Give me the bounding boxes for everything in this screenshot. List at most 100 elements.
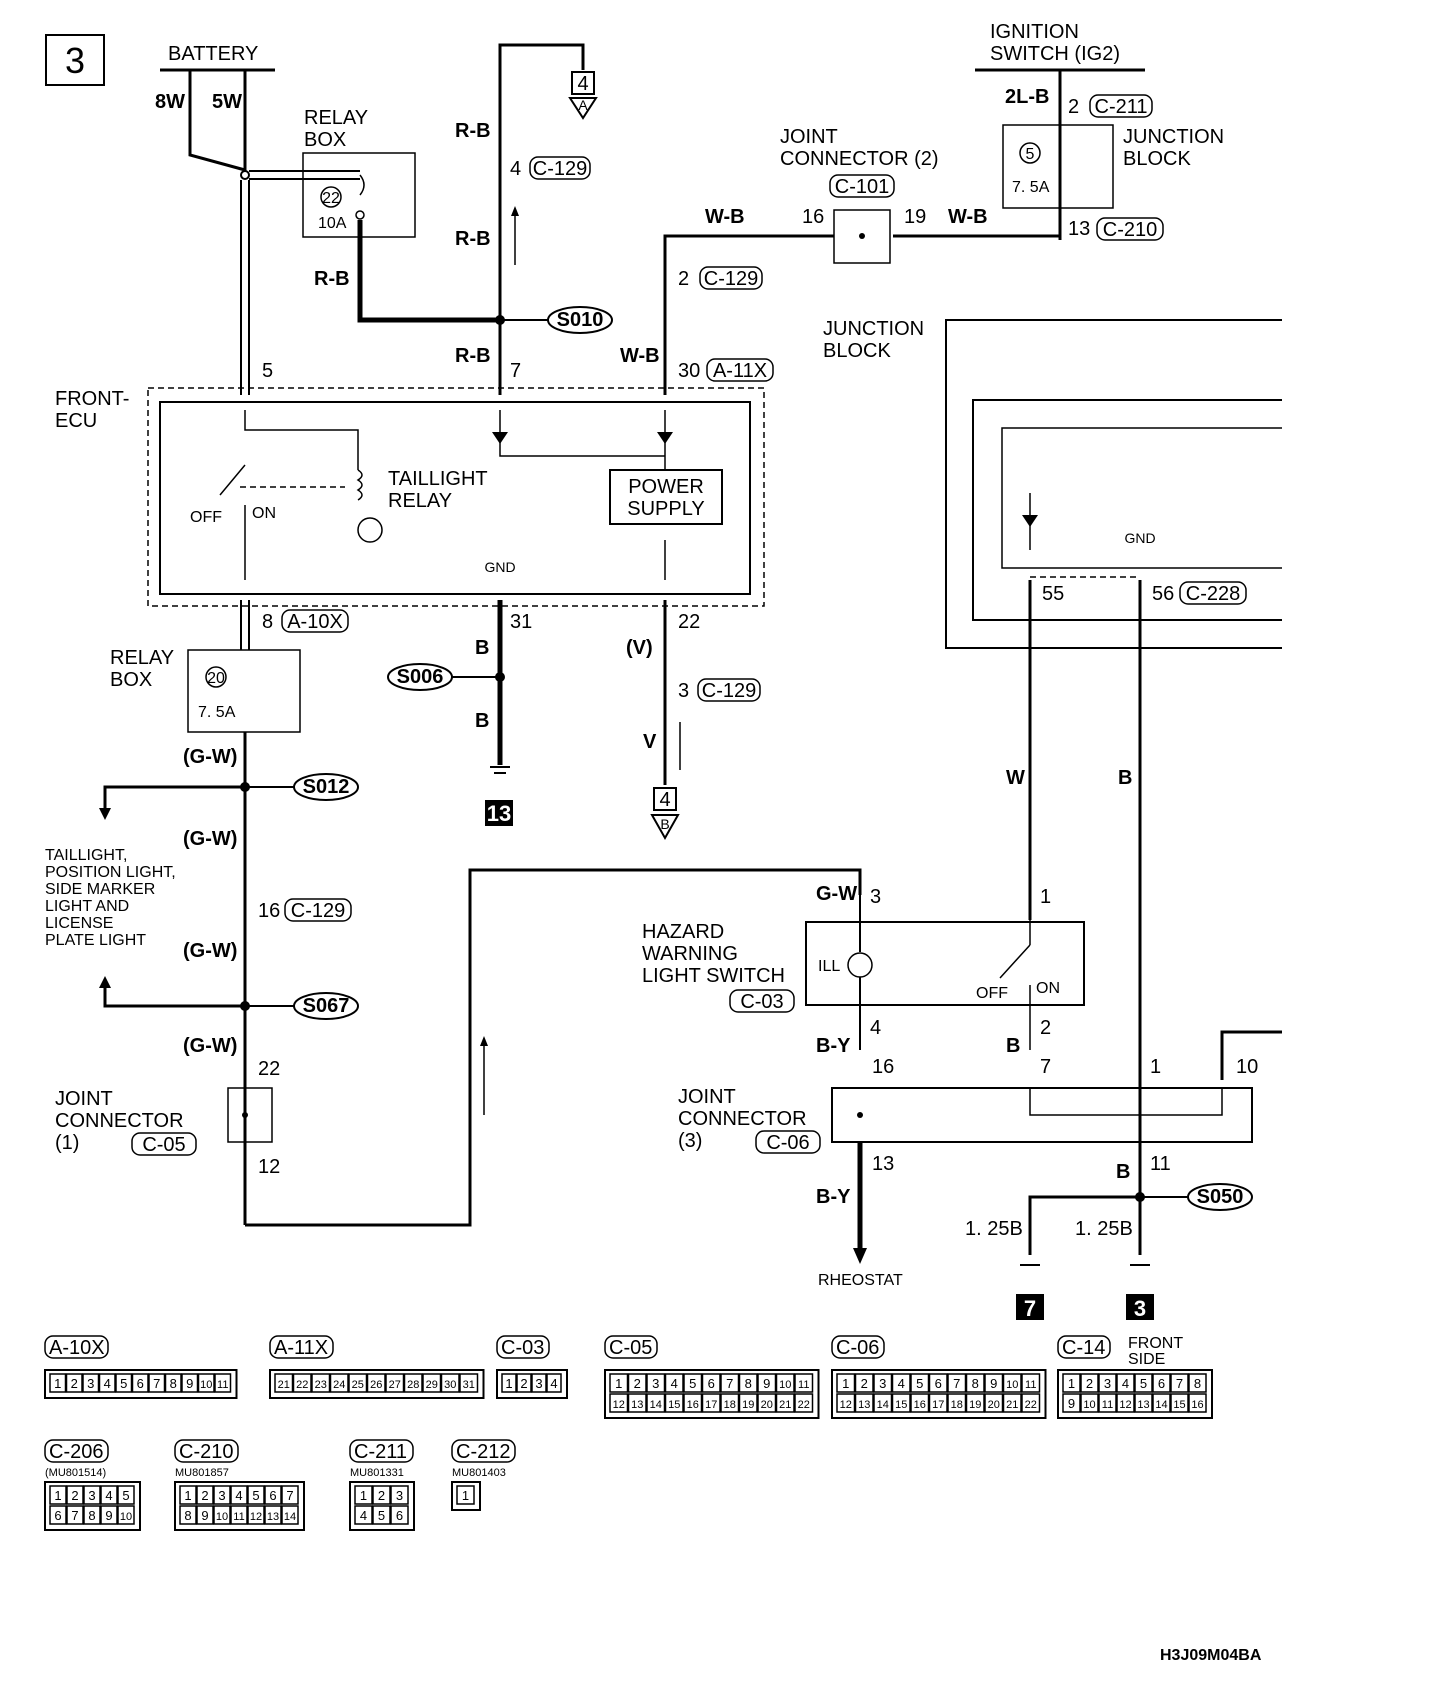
legend-pin-label: 1 <box>1068 1376 1075 1391</box>
legend-pin-label: 7 <box>286 1488 293 1503</box>
legend-pin-cell <box>83 1485 101 1505</box>
legend-pin-label: 8 <box>972 1376 979 1391</box>
ref-4b-letter: B <box>660 816 669 832</box>
legend-pin-cell <box>794 1373 814 1393</box>
wire-gw-label-1: (G-W) <box>183 746 237 768</box>
connector-c06 <box>755 1130 821 1154</box>
relay-coil <box>356 469 363 501</box>
legend-pin-cell <box>646 1393 666 1413</box>
rheostat-label: RHEOSTAT <box>818 1272 903 1289</box>
junction-block-right-mid <box>972 399 1282 621</box>
splice-s006 <box>387 663 453 691</box>
wire-125b-label-2: 1. 25B <box>1075 1218 1133 1240</box>
legend-pin-label: 1 <box>360 1488 367 1503</box>
connector-c101 <box>829 174 895 198</box>
legend-pin-label: 3 <box>218 1488 225 1503</box>
legend-pin-cell <box>664 1393 684 1413</box>
pin-3-hazard: 3 <box>870 886 881 908</box>
legend-pin-cell <box>609 1393 629 1413</box>
legend-pin-cell <box>440 1373 460 1393</box>
legend-pin-cell <box>873 1393 893 1413</box>
legend-code-c-211: C-211 <box>354 1441 407 1463</box>
legend-pin-label: 3 <box>1104 1376 1111 1391</box>
legend-pin-label: 12 <box>840 1399 852 1411</box>
legend-pin-label: 11 <box>233 1511 244 1523</box>
legend-pin-label: 23 <box>315 1379 327 1391</box>
splice-s067 <box>293 992 359 1020</box>
legend-pin-label: 11 <box>217 1379 228 1391</box>
hazard-switch-body <box>805 921 1085 1006</box>
splice-s006-label: S006 <box>397 666 444 688</box>
wire-rb-label-2: R-B <box>455 120 491 142</box>
legend-pin-label: 3 <box>88 1488 95 1503</box>
pin-2-c211: 2 <box>1068 96 1079 118</box>
legend-pin-cell <box>390 1485 409 1505</box>
legend-pin-label: 26 <box>370 1379 382 1391</box>
legend-pin-cell <box>100 1505 118 1525</box>
legend-housing-a-10x <box>44 1369 238 1399</box>
legend-pin-label: 10 <box>200 1379 212 1391</box>
legend-code-box-a-10x <box>44 1335 109 1359</box>
legend-pin-label: 14 <box>1155 1399 1167 1411</box>
ground-7-label: 7 <box>1024 1296 1036 1321</box>
legend-pin-label: 1 <box>505 1376 512 1391</box>
legend-pin-label: 18 <box>951 1399 963 1411</box>
legend-housing-c-210 <box>174 1481 305 1531</box>
legend-pin-label: 8 <box>1194 1376 1201 1391</box>
legend-pin-cell <box>66 1505 84 1525</box>
legend-pin-cell <box>366 1373 386 1393</box>
pin-7-jc3: 7 <box>1040 1056 1051 1078</box>
legend-pin-label: 3 <box>535 1376 542 1391</box>
legend-pin-cell <box>873 1373 893 1393</box>
legend-code-a-11x: A-11X <box>274 1337 328 1359</box>
legend-code-box-c-206 <box>44 1439 109 1463</box>
legend-pin-label: 6 <box>137 1376 144 1391</box>
pin-55: 55 <box>1042 583 1064 605</box>
legend-pin-cell <box>456 1485 475 1505</box>
ref-4b-box <box>653 787 677 811</box>
pin-19: 19 <box>904 206 926 228</box>
connector-c228-label: C-228 <box>1186 583 1240 605</box>
ground-7-box <box>1016 1294 1044 1320</box>
legend-code-box-c-210 <box>174 1439 239 1463</box>
legend-pin-label: 25 <box>352 1379 364 1391</box>
wire-taillight-2 <box>103 985 245 1008</box>
pin-16-jc3: 16 <box>872 1056 894 1078</box>
legend-pin-label: 31 <box>463 1379 475 1391</box>
ref-4a-box <box>571 71 595 95</box>
legend-pin-cell <box>891 1373 911 1393</box>
legend-pin-cell <box>738 1393 758 1413</box>
pin-16-c129: 16 <box>258 900 280 922</box>
legend-pin-label: 6 <box>54 1508 61 1523</box>
legend-pin-cell <box>98 1373 116 1393</box>
legend-pin-cell <box>965 1393 985 1413</box>
connector-a10x <box>281 609 349 633</box>
legend-pin-label: 5 <box>1140 1376 1147 1391</box>
legend-pin-cell <box>83 1505 101 1525</box>
pin-10-jc3: 10 <box>1236 1056 1258 1078</box>
legend-pin-cell <box>148 1373 166 1393</box>
legend-pin-label: 18 <box>724 1399 736 1411</box>
connector-a11x <box>706 358 774 382</box>
legend-pin-cell <box>196 1505 214 1525</box>
junction-block-right-inner <box>1001 427 1282 569</box>
legend-pin-label: 2 <box>634 1376 641 1391</box>
legend-pin-cell <box>516 1373 532 1393</box>
legend-pin-cell <box>910 1393 930 1413</box>
legend-pin-cell <box>281 1505 299 1525</box>
legend-pin-label: 8 <box>170 1376 177 1391</box>
wire-b-label-5: B <box>1116 1161 1130 1183</box>
legend-pin-label: 5 <box>252 1488 259 1503</box>
legend-pin-cell <box>1098 1373 1117 1393</box>
legend-pin-cell <box>264 1485 282 1505</box>
pin-2-c129: 2 <box>678 268 689 290</box>
signal-arrow-rb-head <box>511 206 519 216</box>
legend-pin-label: 30 <box>444 1379 456 1391</box>
legend-pin-label: 19 <box>742 1399 754 1411</box>
connector-c129-b-label: C-129 <box>704 268 758 290</box>
legend-pin-label: 9 <box>201 1508 208 1523</box>
legend-pin-cell <box>1002 1373 1022 1393</box>
